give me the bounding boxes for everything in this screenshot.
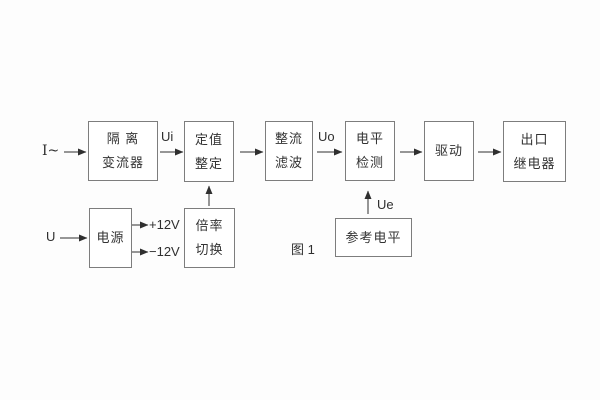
- rail-plus12v-label: +12V: [149, 217, 180, 232]
- block-drive: 驱动: [424, 121, 474, 181]
- block-label: 驱动: [434, 143, 463, 158]
- rail-minus12v-label: −12V: [149, 244, 180, 259]
- input-current-label: I~: [42, 143, 60, 159]
- signal-ue-label: Ue: [377, 197, 394, 212]
- block-label: 滤波: [274, 155, 303, 170]
- block-setting-adjust: 定值 整定: [184, 121, 234, 182]
- block-label: 隔 离: [106, 131, 140, 146]
- block-isolation-transformer: 隔 离 变流器: [88, 121, 158, 181]
- block-label: 电平: [355, 131, 384, 146]
- block-rectify-filter: 整流 滤波: [265, 121, 313, 181]
- block-label: 电源: [96, 230, 125, 245]
- block-label: 检测: [355, 155, 384, 170]
- block-label: 倍率: [195, 218, 224, 233]
- block-label: 定值: [194, 131, 223, 147]
- block-power-supply: 电源: [89, 208, 132, 268]
- block-output-relay: 出口 继电器: [503, 121, 566, 182]
- figure-caption: 图 1: [291, 242, 315, 257]
- block-label: 参考电平: [345, 229, 402, 245]
- block-label: 变流器: [101, 155, 144, 170]
- block-label: 整定: [194, 155, 223, 171]
- block-label: 出口: [520, 131, 549, 147]
- block-level-detect: 电平 检测: [345, 121, 395, 181]
- block-ratio-switch: 倍率 切换: [184, 208, 235, 268]
- input-voltage-label: U: [46, 229, 56, 244]
- signal-uo-label: Uo: [318, 129, 335, 144]
- block-reference-level: 参考电平: [335, 218, 412, 257]
- block-label: 整流: [274, 131, 303, 146]
- block-label: 继电器: [513, 155, 556, 171]
- block-label: 切换: [195, 242, 224, 257]
- signal-ui-label: Ui: [161, 129, 174, 144]
